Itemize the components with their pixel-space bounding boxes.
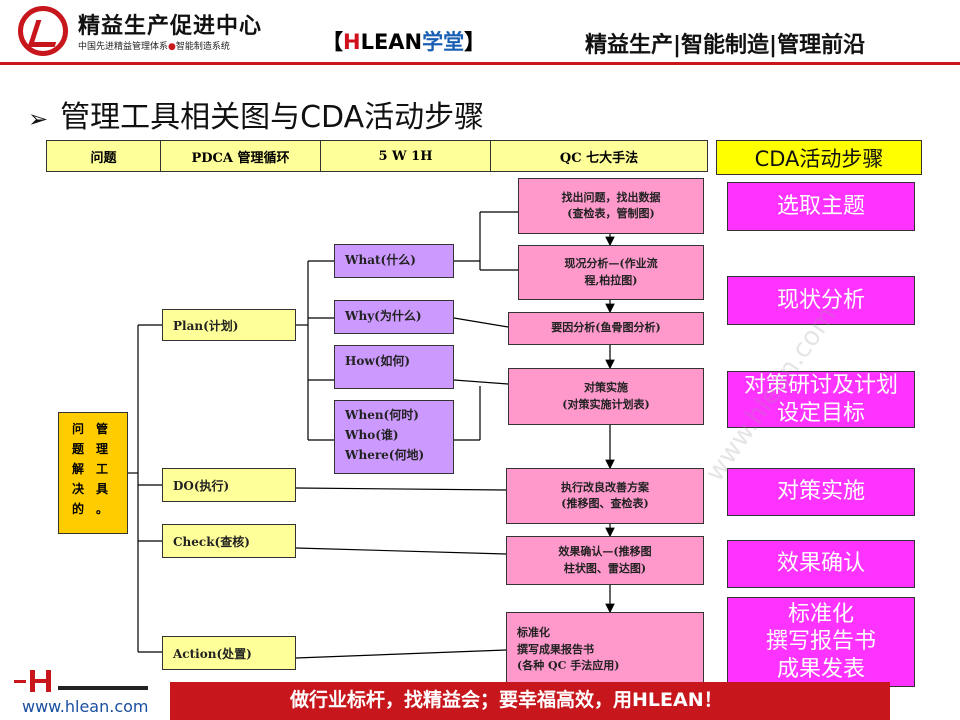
cda-header: CDA活动步骤 <box>716 140 922 175</box>
pdca-check-box: Check(查核) <box>162 524 296 558</box>
qc-step-box: 要因分析(鱼骨图分析) <box>508 312 704 345</box>
problem-label-col1: 问题解决的 <box>71 422 84 516</box>
column-header: QC 七大手法 <box>559 150 639 166</box>
cda-step-box: 对策实施 <box>727 468 915 516</box>
column-header: PDCA 管理循环 <box>161 141 321 171</box>
footer-slogan: 做行业标杆，找精益会；要幸福高效，用HLEAN！ <box>290 689 723 711</box>
cda-step-box: 对策研讨及计划 设定目标 <box>727 371 915 428</box>
w5h1-when-who-where-box: When(何时)Who(谁)Where(何地) <box>334 400 454 474</box>
qc-step-box: 现况分析—(作业流 程,柏拉图) <box>518 245 704 300</box>
header-slogan: 精益生产|智能制造|管理前沿 <box>585 33 866 58</box>
problem-box: 问题解决的 管理工具。 <box>58 412 128 534</box>
qc-step-box: 标准化 撰写成果报告书 (各种 QC 手法应用) <box>506 612 704 688</box>
pdca-action-box: Action(处置) <box>162 636 296 670</box>
column-header-row: 问题 PDCA 管理循环 5 W 1H QC 七大手法 <box>46 140 708 172</box>
footer-url[interactable]: www.hlean.com <box>22 697 149 716</box>
w5h1-why-box: Why(为什么) <box>334 300 454 334</box>
w5h1-how-box: How(如何) <box>334 345 454 389</box>
footer-bar <box>170 682 890 720</box>
arrow-bullet-icon: ➢ <box>28 105 49 133</box>
brand-name: 精益生产促进中心 <box>78 14 263 39</box>
qc-step-box: 执行改良改善方案 (推移图、查检表) <box>506 468 704 524</box>
page-number: 6 <box>924 688 935 708</box>
brand-subtitle: 中国先进精益管理体系●智能制造系统 <box>78 42 230 52</box>
pdca-do-box: DO(执行) <box>162 468 296 502</box>
cda-step-box: 标准化 撰写报告书 成果发表 <box>727 597 915 687</box>
column-header: 问题 <box>47 141 161 171</box>
qc-step-box: 找出问题，找出数据 (查检表，管制图) <box>518 178 704 234</box>
problem-label-col2: 管理工具。 <box>95 422 108 516</box>
header-divider <box>0 62 960 65</box>
hlean-logo-icon <box>14 670 148 692</box>
w5h1-what-box: What(什么) <box>334 244 454 278</box>
cda-step-box: 选取主题 <box>727 182 915 231</box>
pdca-plan-box: Plan(计划) <box>162 309 296 341</box>
qc-step-box: 对策实施 (对策实施计划表) <box>508 368 704 425</box>
cda-step-box: 现状分析 <box>727 276 915 325</box>
hlean-tag: 【HLEAN学堂】 <box>322 30 486 54</box>
qc-step-box: 效果确认—(推移图 柱状图、雷达图) <box>506 536 704 585</box>
page-title: ➢管理工具相关图与CDA活动步骤 <box>28 100 485 135</box>
column-header: 5 W 1H <box>321 141 491 171</box>
cda-step-box: 效果确认 <box>727 540 915 588</box>
logo-icon <box>18 6 68 56</box>
